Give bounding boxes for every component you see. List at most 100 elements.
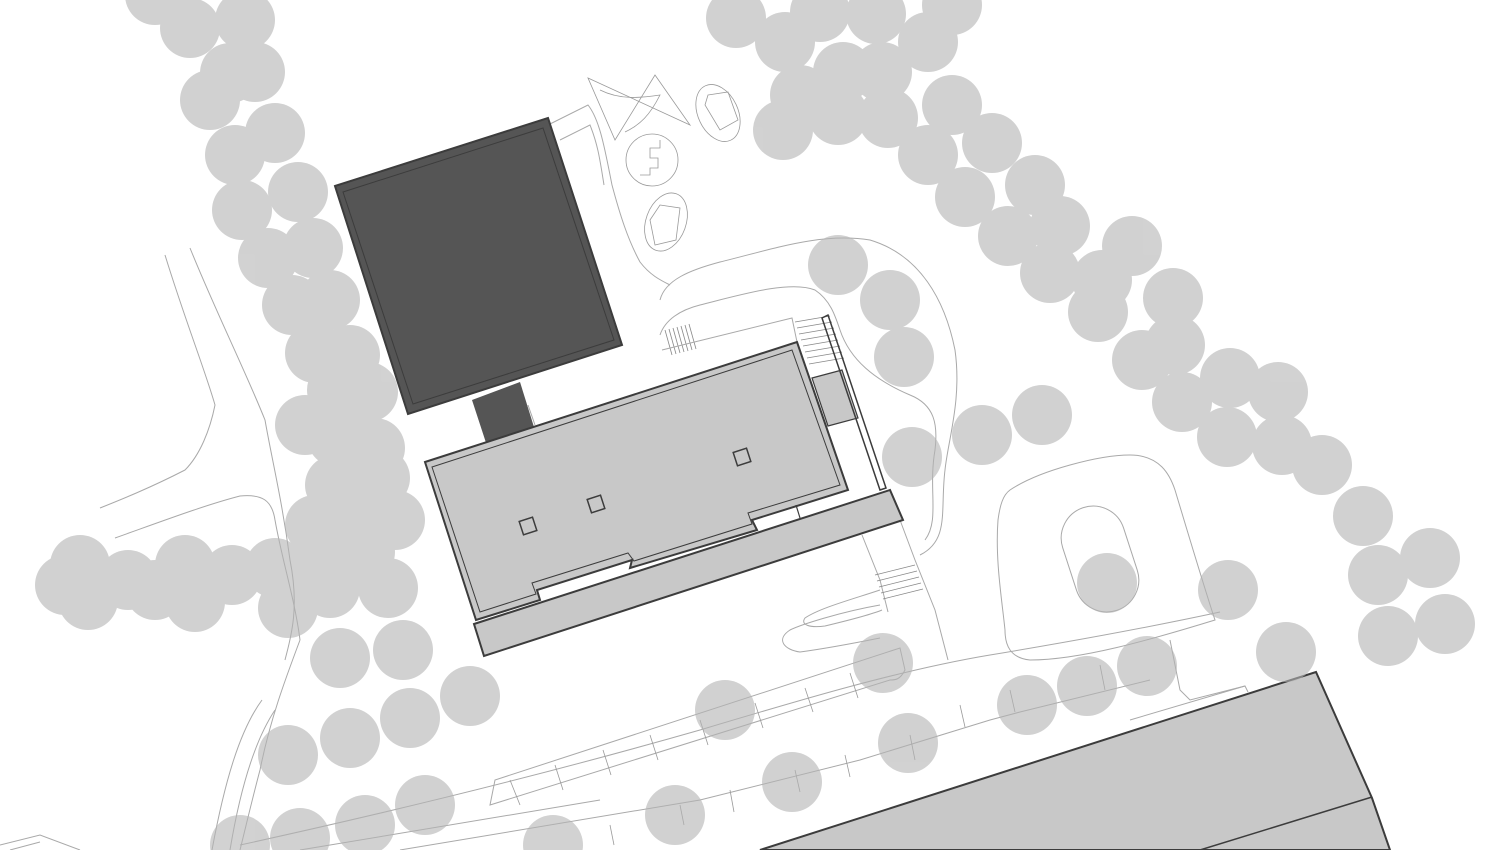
skylight-2 [586, 494, 606, 514]
tree-44 [380, 688, 440, 748]
tree-54 [762, 752, 822, 812]
skylight-1 [518, 516, 538, 536]
tree-94 [1145, 315, 1205, 375]
canopy-joint [795, 504, 801, 519]
stairs-south [874, 564, 924, 600]
play-steps [640, 140, 661, 176]
tree-52 [645, 785, 705, 845]
tree-46 [258, 725, 318, 785]
tree-53 [695, 680, 755, 740]
tree-58 [1057, 656, 1117, 716]
tree-88 [1020, 243, 1080, 303]
stairs-north [664, 323, 697, 356]
skylight-3 [732, 447, 752, 467]
tree-101 [1333, 486, 1393, 546]
tree-87 [1030, 196, 1090, 256]
tree-105 [1358, 606, 1418, 666]
neighbour-building-ridge [1199, 796, 1373, 850]
canopy-slab [472, 488, 905, 658]
north-path [547, 104, 671, 286]
tree-10 [212, 180, 272, 240]
tree-45 [320, 708, 380, 768]
tree-69 [706, 0, 766, 48]
tree-74 [898, 12, 958, 72]
tree-90 [1102, 216, 1162, 276]
tree-9 [268, 162, 328, 222]
tree-79 [858, 88, 918, 148]
neighbour-building [759, 670, 1392, 850]
north-path-inner [559, 124, 605, 186]
tree-56 [878, 713, 938, 773]
tree-86 [978, 206, 1038, 266]
stairs-east [794, 315, 845, 365]
tree-48 [335, 795, 395, 850]
play-ring [625, 133, 679, 187]
tree-67 [860, 270, 920, 330]
shade-sail-inner [599, 89, 661, 133]
tree-42 [373, 620, 433, 680]
tree-canopy [35, 0, 1475, 850]
play-pod-1 [695, 84, 741, 142]
tree-84 [935, 167, 995, 227]
tree-82 [898, 125, 958, 185]
tree-6 [180, 70, 240, 130]
tree-47 [395, 775, 455, 835]
tree-63 [882, 427, 942, 487]
tree-68 [808, 235, 868, 295]
tree-98 [1197, 407, 1257, 467]
tree-14 [262, 275, 322, 335]
shade-sail [587, 74, 692, 141]
tree-72 [846, 0, 906, 44]
tree-41 [310, 628, 370, 688]
tree-50 [210, 815, 270, 850]
tree-103 [1348, 545, 1408, 605]
tree-91 [1068, 282, 1128, 342]
ramp-loop-inner [803, 589, 883, 628]
buildings [333, 116, 1392, 850]
main-road-mid [489, 647, 906, 806]
main-road-south [1169, 639, 1246, 701]
terrace-edge [527, 317, 798, 426]
tree-2 [160, 0, 220, 58]
playground [587, 74, 741, 252]
tree-64 [952, 405, 1012, 465]
tree-96 [1200, 348, 1260, 408]
tree-12 [238, 228, 298, 288]
main-hall-inner [342, 127, 615, 405]
tree-49 [270, 808, 330, 850]
tree-92 [1143, 268, 1203, 328]
east-wing [811, 369, 859, 427]
tree-62 [1077, 553, 1137, 613]
tree-66 [874, 327, 934, 387]
tree-83 [962, 113, 1022, 173]
tree-59 [1117, 636, 1177, 696]
tree-65 [1012, 385, 1072, 445]
tree-43 [440, 666, 500, 726]
tree-11 [283, 218, 343, 278]
tree-40 [35, 555, 95, 615]
tree-71 [790, 0, 850, 42]
tree-80 [753, 100, 813, 160]
ramp-loop [782, 604, 881, 653]
curved-drive-outer [659, 237, 958, 556]
tree-55 [853, 633, 913, 693]
annex-building-inner [431, 349, 841, 613]
tree-3 [215, 0, 275, 50]
main-hall [333, 116, 624, 416]
tree-8 [205, 125, 265, 185]
drive-south [899, 519, 949, 661]
east-wing-edge [821, 313, 887, 491]
tree-95 [1152, 372, 1212, 432]
tree-100 [1292, 435, 1352, 495]
access-road-left [99, 254, 216, 509]
drive-south-edge [861, 534, 889, 613]
play-pod-2 [644, 192, 688, 252]
play-pod-2-inner [649, 204, 681, 246]
corner-lines [0, 834, 81, 850]
play-pod-1-inner [704, 91, 739, 131]
tree-81 [922, 75, 982, 135]
tree-61 [1256, 622, 1316, 682]
tree-30 [358, 558, 418, 618]
tree-104 [1415, 594, 1475, 654]
